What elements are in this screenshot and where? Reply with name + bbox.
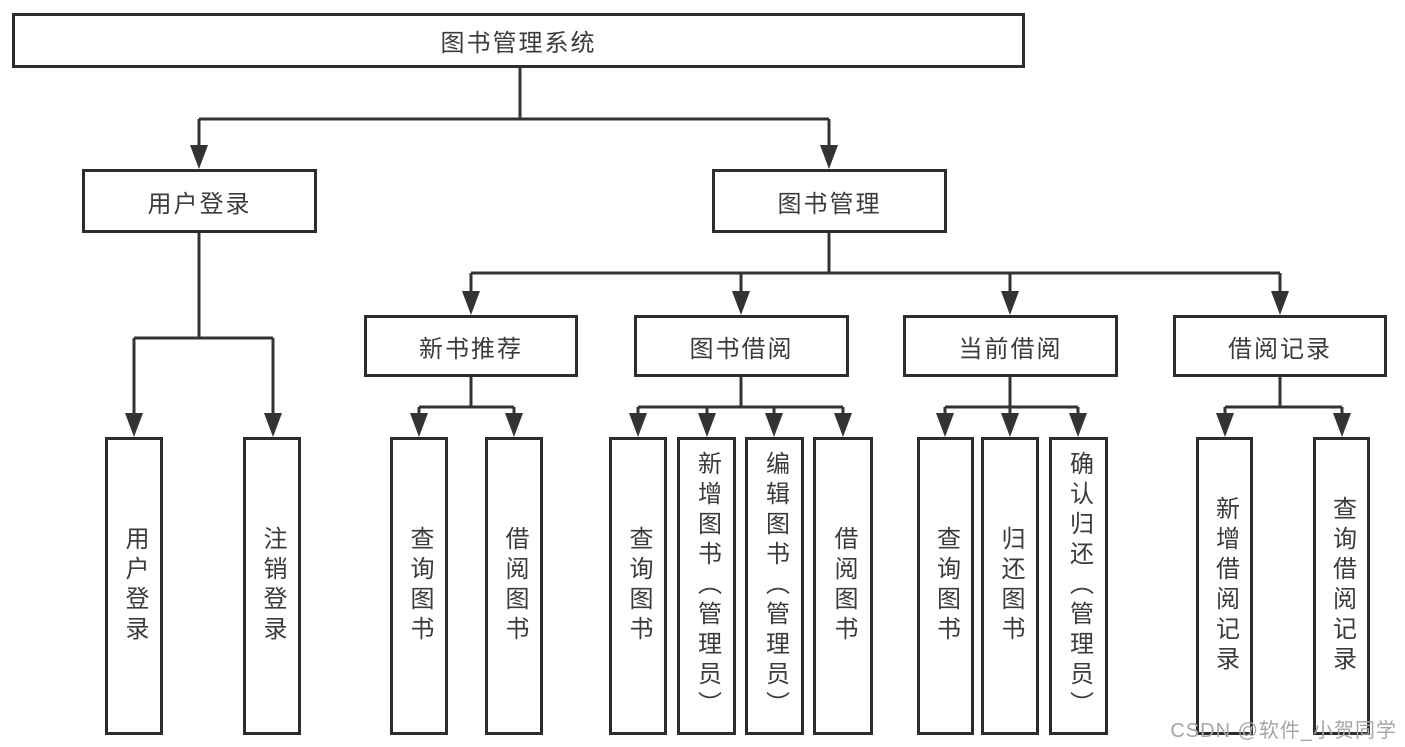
node-label: 用户登录 bbox=[147, 190, 252, 218]
node-leaf-borrow-books-1: 借阅图书 bbox=[485, 437, 543, 735]
arrowhead-icon bbox=[1216, 413, 1234, 437]
watermark: CSDN @软件_小贺同学 bbox=[1170, 720, 1397, 742]
node-leaf-confirm-return-admin: 确认归还（管理员） bbox=[1049, 437, 1108, 735]
arrow-connector bbox=[462, 273, 480, 315]
arrow-connector bbox=[765, 407, 783, 437]
node-label: 确认归还（管理员） bbox=[1065, 451, 1093, 721]
arrow-connector bbox=[834, 407, 852, 437]
arrow-connector bbox=[1069, 407, 1087, 437]
arrowhead-icon bbox=[190, 145, 208, 169]
arrowhead-icon bbox=[505, 413, 523, 437]
node-label: 借阅记录 bbox=[1228, 335, 1332, 363]
node-label: 新书推荐 bbox=[419, 335, 523, 363]
arrow-connector bbox=[1001, 407, 1019, 437]
arrow-connector bbox=[698, 407, 716, 437]
arrowhead-icon bbox=[820, 145, 838, 169]
node-label: 查询图书 bbox=[625, 526, 652, 646]
arrow-connector bbox=[936, 407, 954, 437]
arrowhead-icon bbox=[1001, 291, 1019, 315]
arrow-connector bbox=[820, 119, 838, 169]
arrow-connector bbox=[125, 338, 143, 437]
arrowhead-icon bbox=[698, 413, 716, 437]
node-label: 借阅图书 bbox=[501, 526, 528, 646]
node-label: 注销登录 bbox=[259, 526, 286, 646]
arrowhead-icon bbox=[462, 291, 480, 315]
node-label: 编辑图书（管理员） bbox=[761, 451, 789, 721]
node-borrowing-records: 借阅记录 bbox=[1173, 315, 1387, 377]
node-user-login: 用户登录 bbox=[82, 169, 317, 233]
arrowhead-icon bbox=[732, 291, 750, 315]
arrowhead-icon bbox=[936, 413, 954, 437]
arrowhead-icon bbox=[834, 413, 852, 437]
arrow-connector bbox=[1216, 407, 1234, 437]
arrowhead-icon bbox=[1271, 291, 1289, 315]
node-label: 图书管理 bbox=[777, 190, 882, 218]
node-leaf-add-books-admin: 新增图书（管理员） bbox=[677, 437, 736, 735]
arrowhead-icon bbox=[410, 413, 428, 437]
arrowhead-icon bbox=[125, 413, 143, 437]
arrow-connector bbox=[505, 407, 523, 437]
arrow-connector bbox=[732, 273, 750, 315]
arrowhead-icon bbox=[264, 413, 282, 437]
arrow-connector bbox=[629, 407, 647, 437]
arrowhead-icon bbox=[1333, 413, 1351, 437]
node-label: 图书管理系统 bbox=[440, 30, 597, 57]
node-label: 新增借阅记录 bbox=[1211, 496, 1239, 676]
node-label: 查询图书 bbox=[406, 526, 433, 646]
arrowhead-icon bbox=[765, 413, 783, 437]
arrow-connector bbox=[264, 338, 282, 437]
node-leaf-query-borrow-record: 查询借阅记录 bbox=[1313, 437, 1370, 735]
node-book-management: 图书管理 bbox=[712, 169, 947, 233]
arrow-connector bbox=[410, 407, 428, 437]
node-leaf-return-books: 归还图书 bbox=[981, 437, 1039, 735]
node-leaf-add-borrow-record: 新增借阅记录 bbox=[1196, 437, 1253, 735]
node-leaf-user-login: 用户登录 bbox=[105, 437, 163, 735]
node-new-book-recommend: 新书推荐 bbox=[364, 315, 578, 377]
node-label: 当前借阅 bbox=[958, 335, 1063, 363]
node-leaf-query-books-3: 查询图书 bbox=[917, 437, 974, 735]
node-label: 新增图书（管理员） bbox=[693, 451, 721, 721]
node-label: 图书借阅 bbox=[689, 335, 794, 363]
node-label: 查询图书 bbox=[932, 526, 960, 646]
node-leaf-edit-books-admin: 编辑图书（管理员） bbox=[745, 437, 804, 735]
node-label: 归还图书 bbox=[997, 526, 1024, 646]
node-library-management-system: 图书管理系统 bbox=[12, 13, 1025, 68]
node-leaf-logout: 注销登录 bbox=[243, 437, 301, 735]
arrowhead-icon bbox=[629, 413, 647, 437]
arrowhead-icon bbox=[1069, 413, 1087, 437]
node-leaf-borrow-books-2: 借阅图书 bbox=[813, 437, 873, 735]
arrow-connector bbox=[1271, 273, 1289, 315]
arrow-connector bbox=[190, 119, 208, 169]
node-current-borrowing: 当前借阅 bbox=[903, 315, 1118, 377]
node-leaf-query-books-2: 查询图书 bbox=[609, 437, 667, 735]
arrow-connector bbox=[1333, 407, 1351, 437]
arrow-connector bbox=[1001, 273, 1019, 315]
node-leaf-query-books-1: 查询图书 bbox=[390, 437, 448, 735]
node-label: 查询借阅记录 bbox=[1328, 496, 1356, 676]
arrowhead-icon bbox=[1001, 413, 1019, 437]
node-label: 用户登录 bbox=[121, 526, 148, 646]
node-label: 借阅图书 bbox=[830, 526, 857, 646]
node-book-borrowing: 图书借阅 bbox=[634, 315, 849, 377]
